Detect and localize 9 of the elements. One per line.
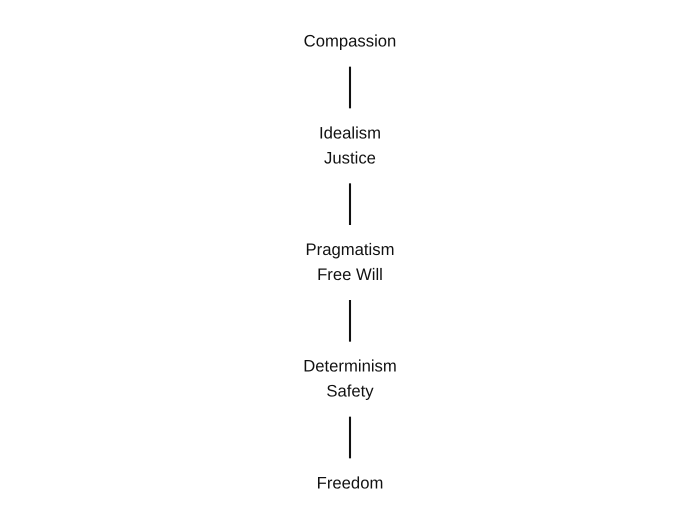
connector bbox=[348, 300, 352, 342]
node-text: Freedom bbox=[316, 474, 384, 492]
node-text: Idealism Justice bbox=[318, 124, 382, 168]
connector bbox=[348, 66, 352, 108]
connector bbox=[348, 183, 352, 225]
node-text: Determinism Safety bbox=[303, 358, 397, 401]
node-text: Pragmatism Free Will bbox=[306, 240, 394, 284]
node-text: Compassion bbox=[304, 32, 396, 51]
connector bbox=[348, 416, 352, 458]
